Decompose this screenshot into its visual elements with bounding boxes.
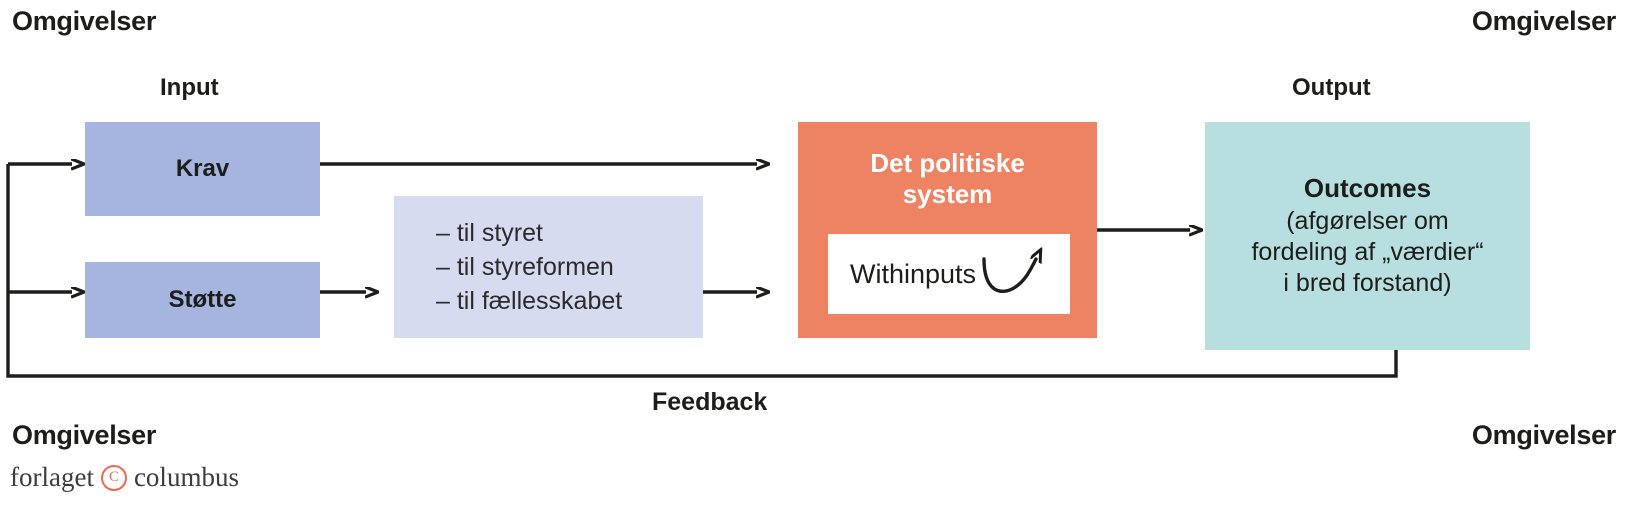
label-omgivelser-top-left: Omgivelser xyxy=(12,6,157,36)
label-omgivelser-bottom-right: Omgivelser xyxy=(1471,420,1616,450)
box-stotte-label: Støtte xyxy=(168,286,237,313)
logo-word-forlaget: forlaget xyxy=(10,462,94,492)
list-item: – til styret xyxy=(436,218,543,247)
label-omgivelser-bottom-left: Omgivelser xyxy=(12,420,157,450)
list-item: – til styreformen xyxy=(436,252,614,281)
withinputs-label: Withinputs xyxy=(850,258,977,289)
label-omgivelser-top-right: Omgivelser xyxy=(1471,6,1616,36)
withinputs-loop-arrow xyxy=(982,243,1048,294)
outcome-sub-line2: fordeling af „værdier“ xyxy=(1251,237,1484,266)
box-withinputs: Withinputs xyxy=(828,234,1070,314)
box-outcomes-subtitle: (afgørelser om fordeling af „værdier“ i … xyxy=(1251,206,1483,300)
publisher-logo: forlaget C columbus xyxy=(10,462,239,493)
box-support-targets: – til styret – til styreformen – til fæl… xyxy=(394,196,703,338)
system-title-line1: Det politiske xyxy=(870,148,1025,178)
box-political-system: Det politiske system Withinputs xyxy=(798,122,1097,338)
outcome-sub-line1: (afgørelser om xyxy=(1286,206,1449,235)
logo-word-columbus: columbus xyxy=(133,462,239,492)
box-krav-label: Krav xyxy=(175,155,230,182)
box-krav: Krav xyxy=(85,122,320,216)
box-stotte: Støtte xyxy=(85,262,320,338)
label-output: Output xyxy=(1292,74,1371,101)
system-title-line2: system xyxy=(902,178,993,209)
box-outcomes-title: Outcomes xyxy=(1303,172,1432,203)
box-political-system-title: Det politiske system xyxy=(870,148,1025,209)
outcome-sub-line3: i bred forstand) xyxy=(1283,269,1452,298)
label-feedback: Feedback xyxy=(652,388,768,416)
copyright-c-icon: C xyxy=(100,464,127,491)
label-input: Input xyxy=(160,74,219,101)
list-item: – til fællesskabet xyxy=(436,287,623,316)
box-outcomes: Outcomes (afgørelser om fordeling af „væ… xyxy=(1205,122,1530,350)
